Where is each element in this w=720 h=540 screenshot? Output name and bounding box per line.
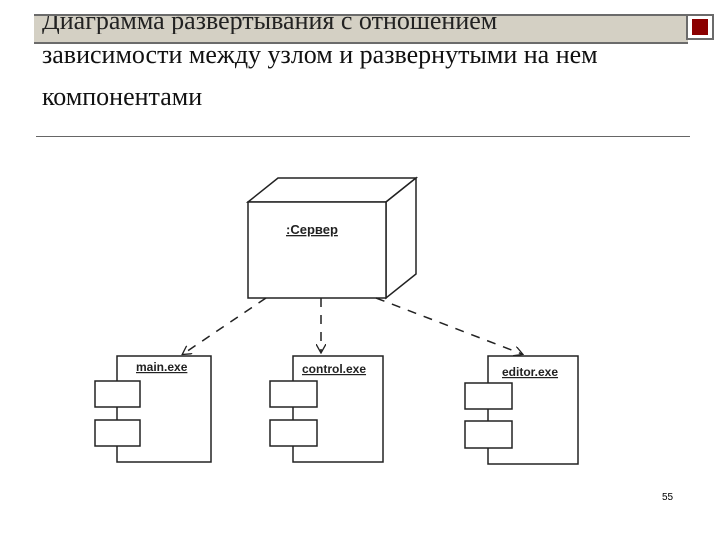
corner-square-icon	[686, 14, 714, 40]
dependency-arrow-main	[183, 297, 267, 354]
component-control-exe: control.exe	[269, 355, 384, 463]
page-number: 55	[662, 492, 674, 503]
slide-title: Диаграмма развертывания с отношением зав…	[42, 16, 682, 118]
title-line-1: Диаграмма развертывания с отношением	[42, 16, 498, 34]
component-port-top	[94, 380, 141, 408]
component-label: control.exe	[302, 362, 366, 376]
corner-square-inner	[692, 19, 708, 35]
dependency-arrow-editor	[375, 297, 522, 354]
title-line-3: компонентами	[42, 82, 203, 111]
component-port-bottom	[269, 419, 318, 447]
title-bar	[34, 14, 688, 44]
component-label: main.exe	[136, 360, 188, 374]
component-port-top	[269, 380, 318, 408]
component-main-exe: main.exe	[94, 355, 212, 463]
component-port-top	[464, 382, 513, 410]
component-label: editor.exe	[502, 365, 558, 379]
component-editor-exe: editor.exe	[464, 355, 579, 465]
title-divider	[36, 136, 690, 137]
component-port-bottom	[464, 420, 513, 449]
node-front-face	[247, 201, 387, 299]
title-line-2: зависимости между узлом и развернутыми н…	[42, 40, 598, 69]
server-node: :Сервер	[245, 176, 419, 300]
node-label: :Сервер	[286, 222, 338, 237]
component-port-bottom	[94, 419, 141, 447]
